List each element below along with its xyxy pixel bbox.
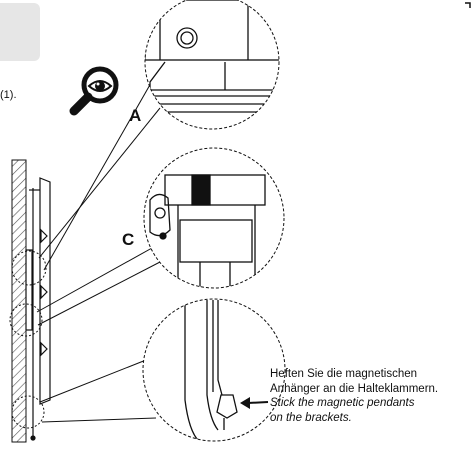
corner-mark xyxy=(465,2,471,8)
detail-markers xyxy=(9,250,47,429)
caption-en-line-1: Stick the magnetic pendants xyxy=(270,397,415,409)
leader-lines xyxy=(36,75,161,423)
wall xyxy=(11,159,27,443)
detail-circle-pendant xyxy=(142,298,286,442)
caption-de-line-1: Heften Sie die magnetischen xyxy=(270,368,418,380)
callout-label-a: A xyxy=(129,106,142,125)
callout-label-c: C xyxy=(122,230,135,249)
step-reference: (1). xyxy=(0,89,17,101)
magnifier-eye-icon xyxy=(69,66,119,116)
section-tab xyxy=(0,3,40,61)
pendant-arrow xyxy=(240,397,269,409)
caption-de-line-2: Anhänger an die Halteklammern. xyxy=(270,382,439,395)
detail-circle-a xyxy=(144,0,280,130)
instruction-caption: Heften Sie die magnetischen Anhänger an … xyxy=(270,367,470,425)
caption-en-line-2: on the brackets. xyxy=(270,411,352,424)
detail-circle-c xyxy=(143,147,285,289)
